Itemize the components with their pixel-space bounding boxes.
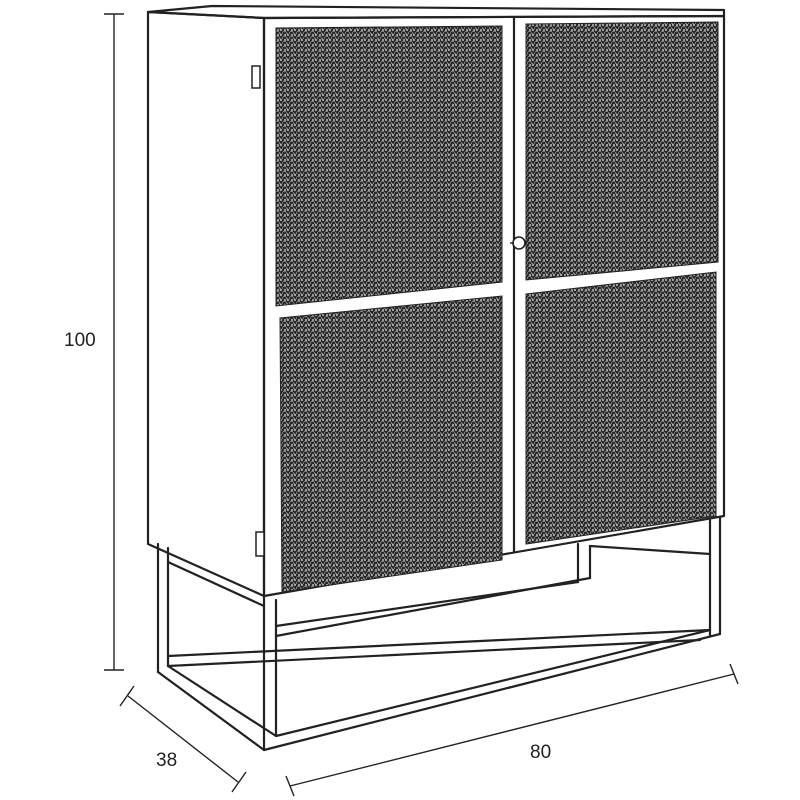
hinge-top: [251, 65, 261, 89]
height-label: 100: [64, 330, 96, 351]
panel-bottom-left: [279, 295, 503, 593]
panel-bottom-right: [525, 271, 717, 545]
cabinet-front-frame: [262, 14, 726, 598]
depth-dimension: [119, 685, 247, 793]
cabinet-top: [146, 4, 726, 20]
depth-label: 38: [156, 750, 177, 771]
hinge-bottom: [255, 531, 265, 557]
cabinet-side: [146, 10, 266, 598]
width-dimension: [285, 663, 739, 797]
panel-top-right: [525, 21, 719, 281]
height-dimension: [104, 13, 124, 671]
base-frame: [156, 516, 722, 752]
door-knob: [512, 236, 526, 250]
width-label: 80: [530, 742, 551, 763]
panel-top-left: [275, 25, 503, 307]
